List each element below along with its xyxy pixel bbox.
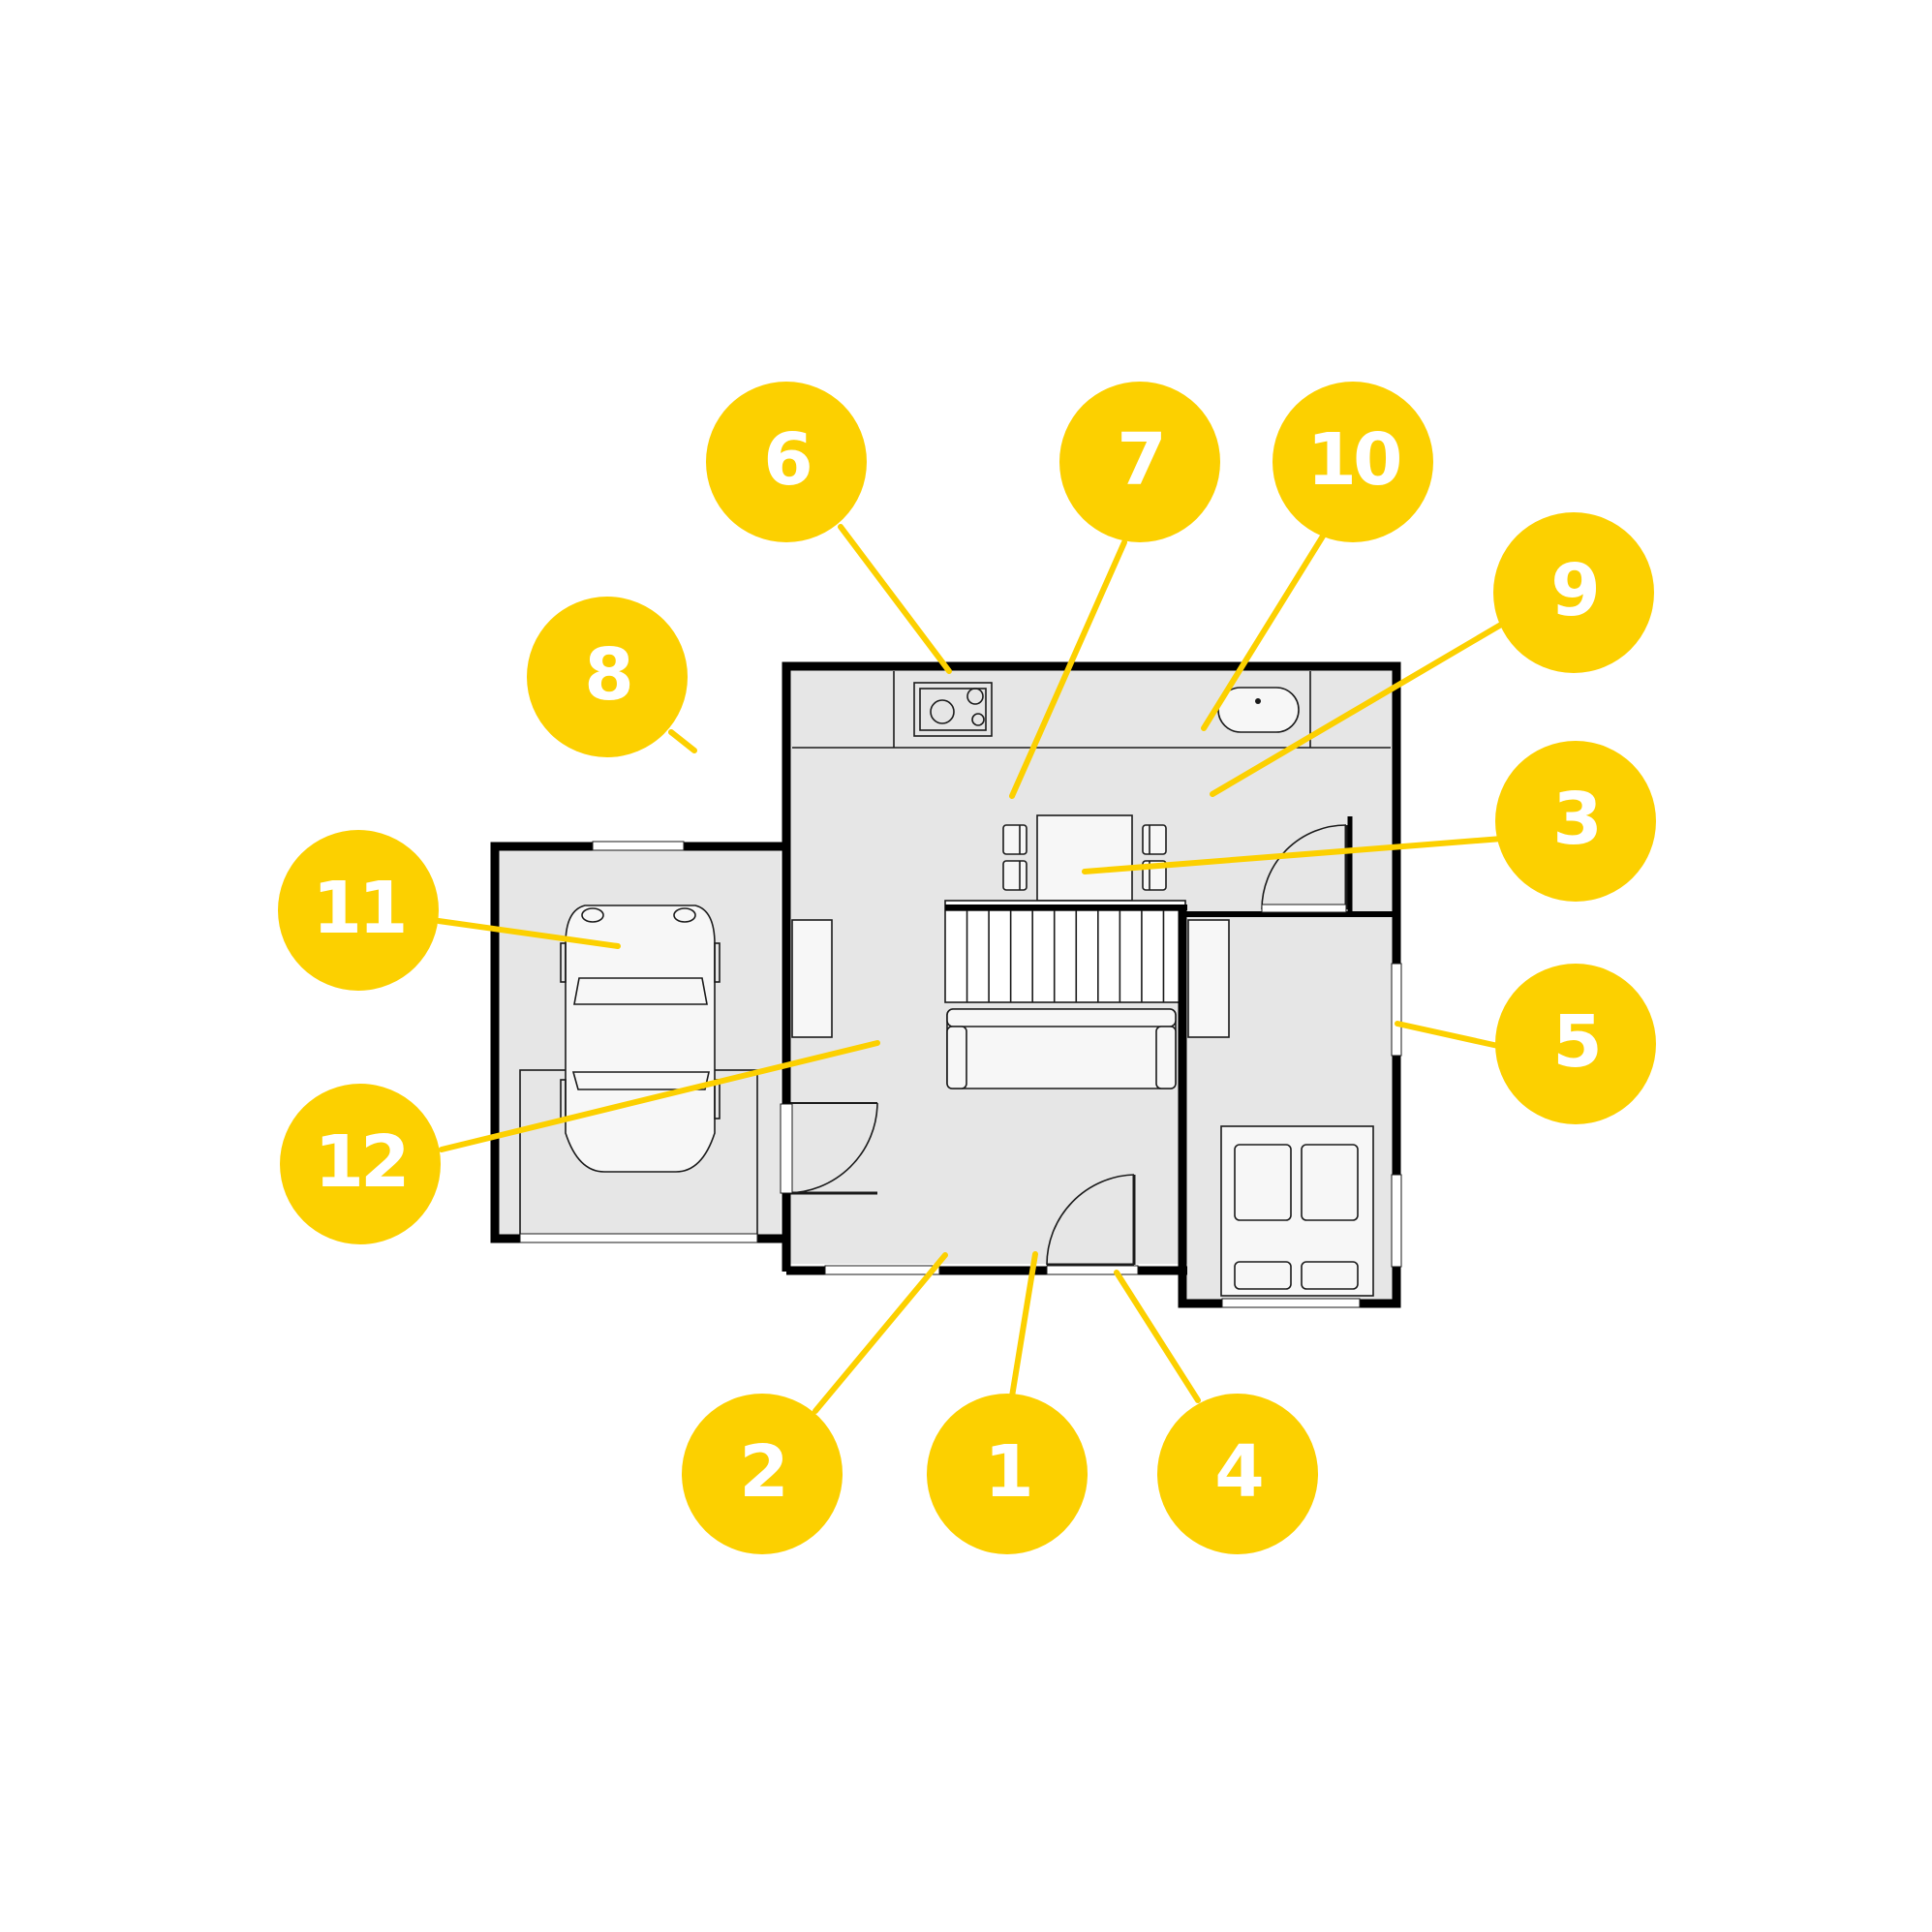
callout-2[interactable]: 2	[682, 1394, 843, 1554]
callout-label: 8	[584, 633, 630, 717]
leader-line-2	[813, 1252, 948, 1414]
leader-line-5	[1395, 1021, 1501, 1049]
door-swings	[785, 824, 1348, 1267]
callout-7[interactable]: 7	[1059, 382, 1220, 542]
leader-line-9	[1210, 622, 1504, 797]
callout-label: 3	[1552, 778, 1599, 861]
callout-11[interactable]: 11	[278, 830, 439, 991]
leader-line-7	[1009, 539, 1127, 799]
leader-lines	[436, 524, 1505, 1414]
callout-5[interactable]: 5	[1495, 964, 1656, 1124]
callout-label: 4	[1214, 1430, 1262, 1514]
leader-line-4	[1114, 1270, 1201, 1403]
callout-label: 9	[1550, 549, 1597, 632]
bed-icon	[1220, 1125, 1374, 1297]
leader-line-6	[838, 524, 952, 674]
leader-line-1	[1009, 1251, 1038, 1399]
leader-line-12	[439, 1040, 880, 1152]
leader-line-11	[436, 918, 621, 949]
callout-3[interactable]: 3	[1495, 741, 1656, 902]
staircase-icon	[944, 900, 1186, 1003]
leader-line-8	[668, 729, 697, 753]
callout-label: 10	[1307, 418, 1399, 502]
wall-cabinet-side-room	[1187, 919, 1230, 1038]
wall-cabinet-left	[791, 919, 833, 1038]
callout-label: 12	[315, 1120, 407, 1204]
callout-4[interactable]: 4	[1157, 1394, 1318, 1554]
callout-10[interactable]: 10	[1273, 382, 1433, 542]
callout-label: 7	[1117, 418, 1163, 502]
callout-label: 2	[739, 1430, 785, 1514]
leader-line-3	[1082, 836, 1505, 874]
callout-8[interactable]: 8	[527, 597, 688, 757]
callout-12[interactable]: 12	[280, 1084, 441, 1244]
callout-label: 5	[1552, 1000, 1599, 1084]
car-icon	[560, 905, 721, 1173]
sofa-icon	[946, 1008, 1177, 1089]
dining-table-icon	[1002, 814, 1167, 902]
sink-icon	[1217, 687, 1300, 733]
callout-1[interactable]: 1	[927, 1394, 1088, 1554]
windows	[519, 841, 1402, 1308]
cooktop-icon	[913, 682, 993, 737]
leader-line-10	[1201, 532, 1327, 731]
callout-6[interactable]: 6	[706, 382, 867, 542]
callout-label: 11	[313, 867, 405, 950]
callout-badges: 1 2 3 4 5 6 7 8	[278, 382, 1656, 1554]
callout-label: 1	[984, 1430, 1030, 1514]
callout-9[interactable]: 9	[1493, 512, 1654, 673]
callout-label: 6	[763, 418, 810, 502]
